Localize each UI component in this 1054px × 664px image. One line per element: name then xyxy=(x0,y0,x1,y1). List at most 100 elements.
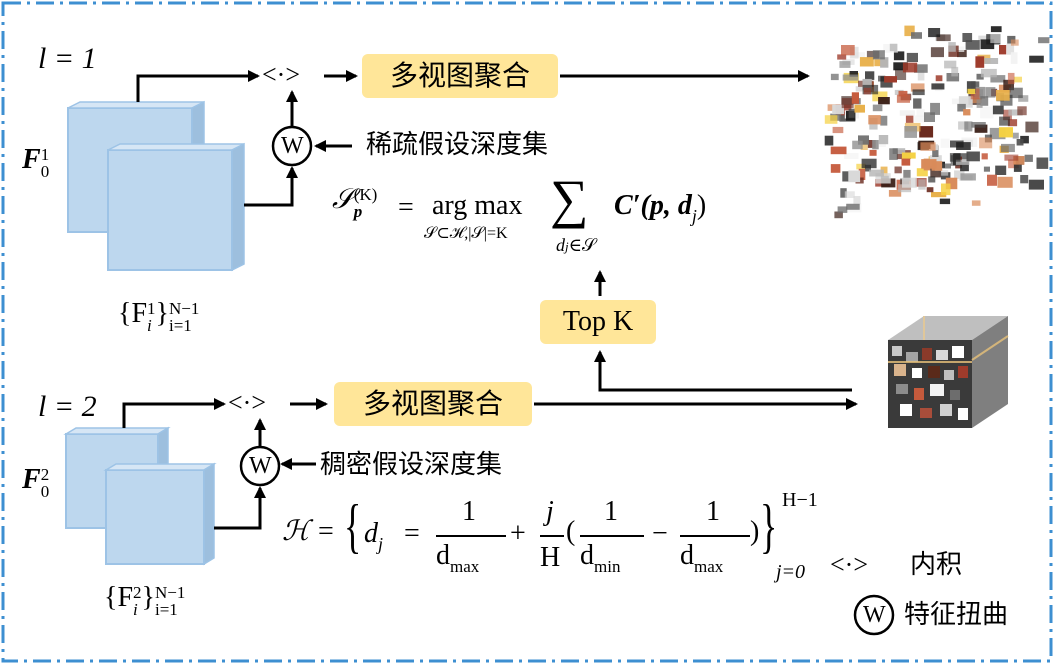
voxel xyxy=(999,116,1010,126)
voxel xyxy=(905,114,914,123)
voxel xyxy=(983,166,990,172)
voxel xyxy=(957,50,967,58)
voxel xyxy=(880,115,888,126)
voxel xyxy=(1010,52,1018,64)
voxel xyxy=(862,78,872,91)
voxel xyxy=(901,157,911,166)
voxel xyxy=(975,56,985,68)
voxel xyxy=(971,200,981,206)
voxel xyxy=(844,191,855,198)
voxel xyxy=(960,173,976,181)
voxel xyxy=(965,40,980,50)
voxel xyxy=(930,166,942,178)
voxel xyxy=(824,115,838,124)
voxel xyxy=(898,90,908,97)
voxel xyxy=(841,98,854,109)
top-inner-product-symbol: <·> xyxy=(262,60,300,89)
voxel xyxy=(928,176,936,183)
voxel xyxy=(984,58,999,64)
legend-inner-product-symbol: <·> xyxy=(830,550,868,579)
voxel xyxy=(859,57,874,67)
voxel xyxy=(867,140,876,148)
top-formula-eq: = xyxy=(398,192,414,223)
voxel xyxy=(860,140,868,150)
voxel xyxy=(963,109,971,116)
voxel xyxy=(931,161,943,171)
bottom-formula-den1: dmax xyxy=(436,540,480,576)
voxel xyxy=(1016,139,1024,146)
voxel xyxy=(872,50,885,60)
voxel xyxy=(853,196,861,205)
voxel xyxy=(1012,132,1019,139)
voxel xyxy=(837,54,847,60)
voxel xyxy=(1025,121,1039,133)
bottom-formula-range-sup: H−1 xyxy=(782,489,818,511)
voxel xyxy=(1028,179,1044,190)
voxel xyxy=(954,46,965,52)
bottom-formula-fracbar1 xyxy=(436,535,506,537)
voxel xyxy=(849,71,858,77)
voxel xyxy=(999,45,1007,55)
voxel xyxy=(1017,106,1027,116)
top-formula-argmax-sub: 𝒮⊂ℋ,|𝒮|=K xyxy=(424,225,508,242)
volume-to-topk-arrow xyxy=(594,350,852,392)
bottom-formula-plus: + xyxy=(510,518,526,549)
bottom-hypothesis-label: 稠密假设深度集 xyxy=(320,450,503,480)
voxel xyxy=(1010,39,1019,46)
legend-warp-circle xyxy=(853,594,895,636)
voxel xyxy=(842,74,859,81)
voxel xyxy=(903,169,911,182)
dense-volume-icon xyxy=(888,316,1009,428)
voxel xyxy=(851,92,859,104)
voxel xyxy=(990,33,1001,44)
voxel xyxy=(888,190,902,197)
voxel xyxy=(914,115,926,123)
voxel xyxy=(848,170,861,183)
voxel xyxy=(967,88,976,94)
voxel xyxy=(895,68,907,80)
voxel xyxy=(1013,76,1022,83)
voxel xyxy=(869,149,877,156)
voxel xyxy=(896,94,910,103)
voxel xyxy=(1020,135,1029,144)
voxel xyxy=(916,168,928,177)
voxel xyxy=(852,140,863,150)
voxel xyxy=(942,163,951,169)
voxel xyxy=(869,169,884,177)
voxel xyxy=(902,62,918,73)
voxel xyxy=(1006,43,1015,55)
voxel xyxy=(938,170,949,176)
voxel xyxy=(997,176,1013,188)
top-formula: 𝒮(K)p xyxy=(332,184,378,221)
voxel xyxy=(990,26,1002,33)
voxel xyxy=(980,106,994,119)
voxel xyxy=(924,112,935,122)
bottom-ref-arrow xyxy=(122,398,226,428)
voxel xyxy=(902,177,917,188)
top-warp-circle xyxy=(271,125,313,167)
bottom-formula-fracbar3 xyxy=(580,535,644,537)
voxel xyxy=(830,73,839,81)
top-formula-sum: ∑ xyxy=(550,169,589,229)
voxel xyxy=(928,28,941,38)
voxel xyxy=(1038,37,1050,44)
voxel xyxy=(865,71,875,80)
bottom-formula-fracbar4 xyxy=(680,535,750,537)
bottom-feature-stack xyxy=(63,426,217,566)
voxel xyxy=(974,124,988,133)
voxel xyxy=(1004,154,1019,161)
voxel xyxy=(899,110,915,116)
voxel xyxy=(872,104,883,112)
voxel xyxy=(944,60,957,69)
voxel xyxy=(958,121,969,130)
voxel xyxy=(1003,109,1012,121)
voxel xyxy=(998,127,1013,138)
bottom-formula-rparen: ) xyxy=(750,516,760,547)
voxel xyxy=(878,97,890,105)
voxel xyxy=(834,211,843,219)
voxel xyxy=(1013,156,1025,165)
voxel xyxy=(955,159,970,165)
voxel xyxy=(980,96,989,106)
voxel xyxy=(863,87,871,95)
